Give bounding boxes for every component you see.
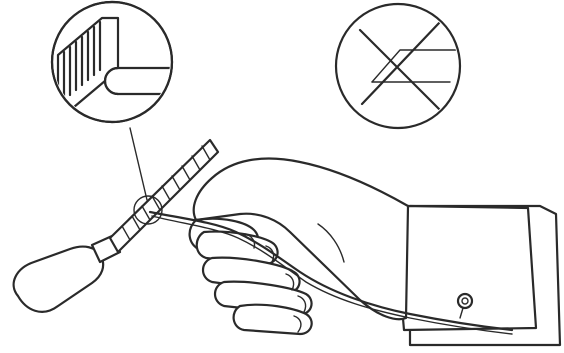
shirt-cuff-icon bbox=[402, 206, 560, 345]
file-tool-icon bbox=[14, 140, 218, 312]
prohibited-x-icon bbox=[336, 4, 470, 128]
hand-icon bbox=[190, 159, 408, 334]
magnifier-callout-file-teeth-icon bbox=[52, 2, 190, 200]
